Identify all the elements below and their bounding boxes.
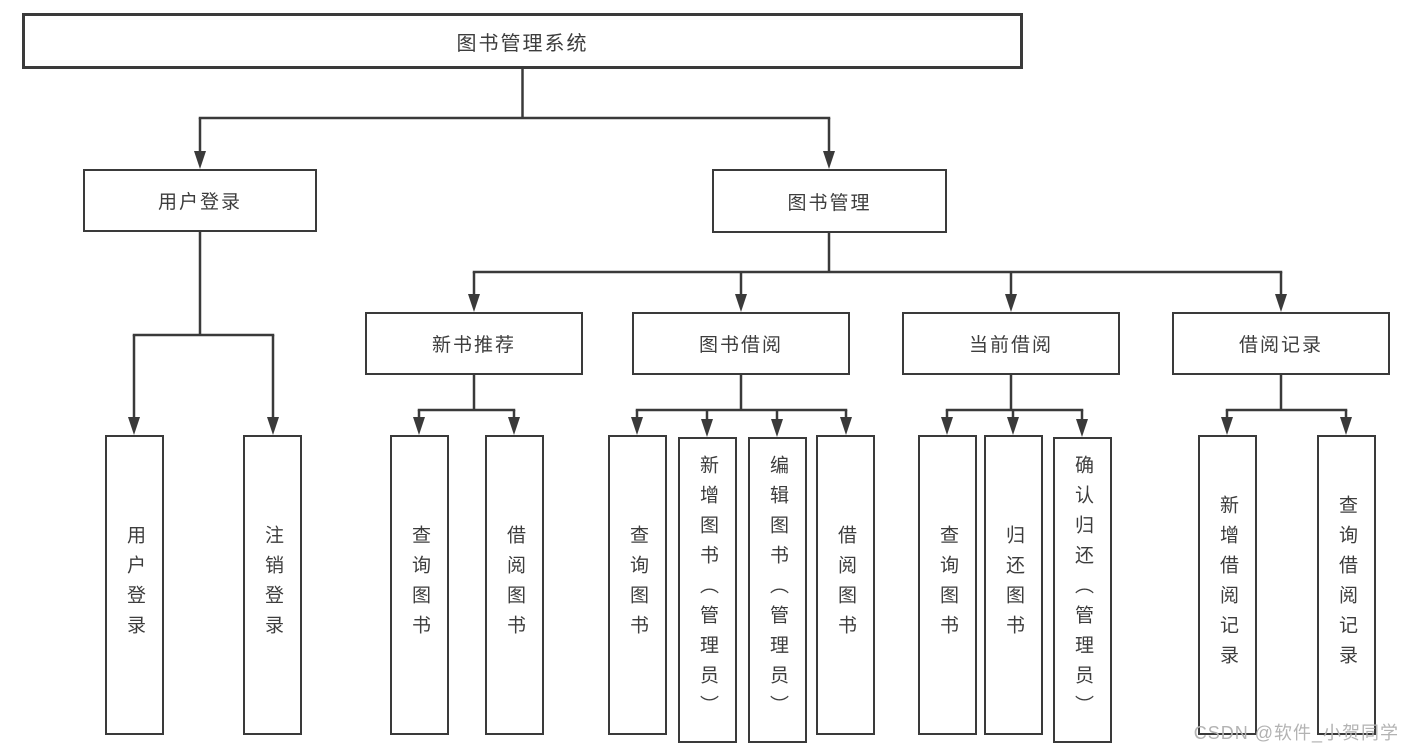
csdn-watermark: CSDN @软件_小贺同学 <box>1193 723 1399 743</box>
leaf-borrow-query-books: 查询图书 <box>608 435 667 735</box>
leaf-borrow-edit-books-admin: 编辑图书（管理员） <box>748 437 807 743</box>
leaf-records-query-record: 查询借阅记录 <box>1317 435 1376 735</box>
node-borrow-records: 借阅记录 <box>1172 312 1390 375</box>
leaf-recommend-query-books: 查询图书 <box>390 435 449 735</box>
leaf-label: 用户登录 <box>124 525 145 645</box>
node-new-book-recommend: 新书推荐 <box>365 312 583 375</box>
node-root-library-system: 图书管理系统 <box>22 13 1023 69</box>
leaf-label: 归还图书 <box>1003 525 1024 645</box>
leaf-logout: 注销登录 <box>243 435 302 735</box>
leaf-user-login: 用户登录 <box>105 435 164 735</box>
node-user-login-branch: 用户登录 <box>83 169 317 232</box>
leaf-label: 借阅图书 <box>504 525 525 645</box>
leaf-current-return-books: 归还图书 <box>984 435 1043 735</box>
leaf-label: 注销登录 <box>262 525 283 645</box>
leaf-borrow-add-books-admin: 新增图书（管理员） <box>678 437 737 743</box>
leaf-label: 查询借阅记录 <box>1336 495 1357 675</box>
leaf-label: 确认归还（管理员） <box>1072 455 1093 725</box>
leaf-recommend-borrow-books: 借阅图书 <box>485 435 544 735</box>
leaf-label: 查询图书 <box>409 525 430 645</box>
node-current-borrow: 当前借阅 <box>902 312 1120 375</box>
node-book-management-branch: 图书管理 <box>712 169 947 233</box>
node-book-borrow: 图书借阅 <box>632 312 850 375</box>
leaf-label: 新增图书（管理员） <box>697 455 718 725</box>
leaf-label: 查询图书 <box>627 525 648 645</box>
leaf-label: 查询图书 <box>937 525 958 645</box>
leaf-borrow-borrow-books: 借阅图书 <box>816 435 875 735</box>
leaf-label: 编辑图书（管理员） <box>767 455 788 725</box>
leaf-label: 借阅图书 <box>835 525 856 645</box>
leaf-current-confirm-return-admin: 确认归还（管理员） <box>1053 437 1112 743</box>
leaf-current-query-books: 查询图书 <box>918 435 977 735</box>
leaf-records-add-record: 新增借阅记录 <box>1198 435 1257 735</box>
leaf-label: 新增借阅记录 <box>1217 495 1238 675</box>
